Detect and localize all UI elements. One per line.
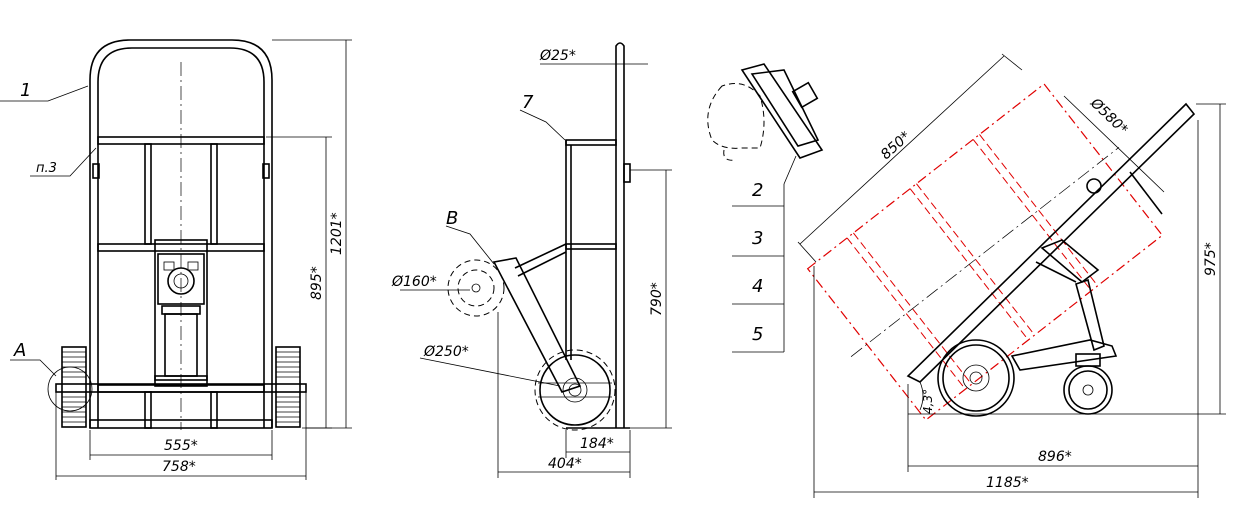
- dim-555: 555*: [164, 438, 198, 454]
- dim-184: 184*: [580, 436, 614, 452]
- dim-d250: Ø250*: [423, 344, 469, 360]
- dim-404: 404*: [548, 456, 582, 472]
- dim-758: 758*: [162, 459, 196, 475]
- parts-row-4: 4: [752, 276, 763, 297]
- dim-896: 896*: [1038, 449, 1072, 465]
- inclined-view-labels: 850* Ø580* 975* 896* 1185* 4,3°: [878, 95, 1219, 491]
- dim-1201: 1201*: [329, 212, 345, 255]
- callout-A: A: [13, 340, 26, 361]
- callout-p3: п.3: [36, 161, 57, 176]
- dim-895: 895*: [309, 266, 325, 300]
- side-view-labels: Ø25* 7 B Ø160* Ø250* 790* 184* 404*: [391, 48, 665, 472]
- dim-1185: 1185*: [986, 475, 1029, 491]
- callout-7: 7: [522, 92, 534, 113]
- callout-B: B: [446, 208, 458, 229]
- callout-1: 1: [20, 80, 31, 101]
- dim-790: 790*: [649, 282, 665, 316]
- inclined-view: [797, 53, 1226, 498]
- parts-row-2: 2: [752, 180, 763, 201]
- parts-row-3: 3: [752, 228, 763, 249]
- dim-850: 850*: [878, 129, 914, 163]
- parts-row-5: 5: [752, 324, 763, 345]
- clamp-detail: [707, 63, 824, 185]
- front-view: [0, 39, 352, 480]
- dim-975: 975*: [1203, 242, 1219, 276]
- side-view: [400, 42, 672, 478]
- front-view-labels: 1 п.3 A 555* 758* 895* 1201*: [13, 80, 345, 475]
- dim-d580: Ø580*: [1087, 95, 1131, 138]
- dim-d25: Ø25*: [539, 48, 576, 64]
- dim-angle: 4,3°: [921, 389, 935, 414]
- dim-d160: Ø160*: [391, 274, 437, 290]
- parts-table: 2 3 4 5: [732, 180, 785, 353]
